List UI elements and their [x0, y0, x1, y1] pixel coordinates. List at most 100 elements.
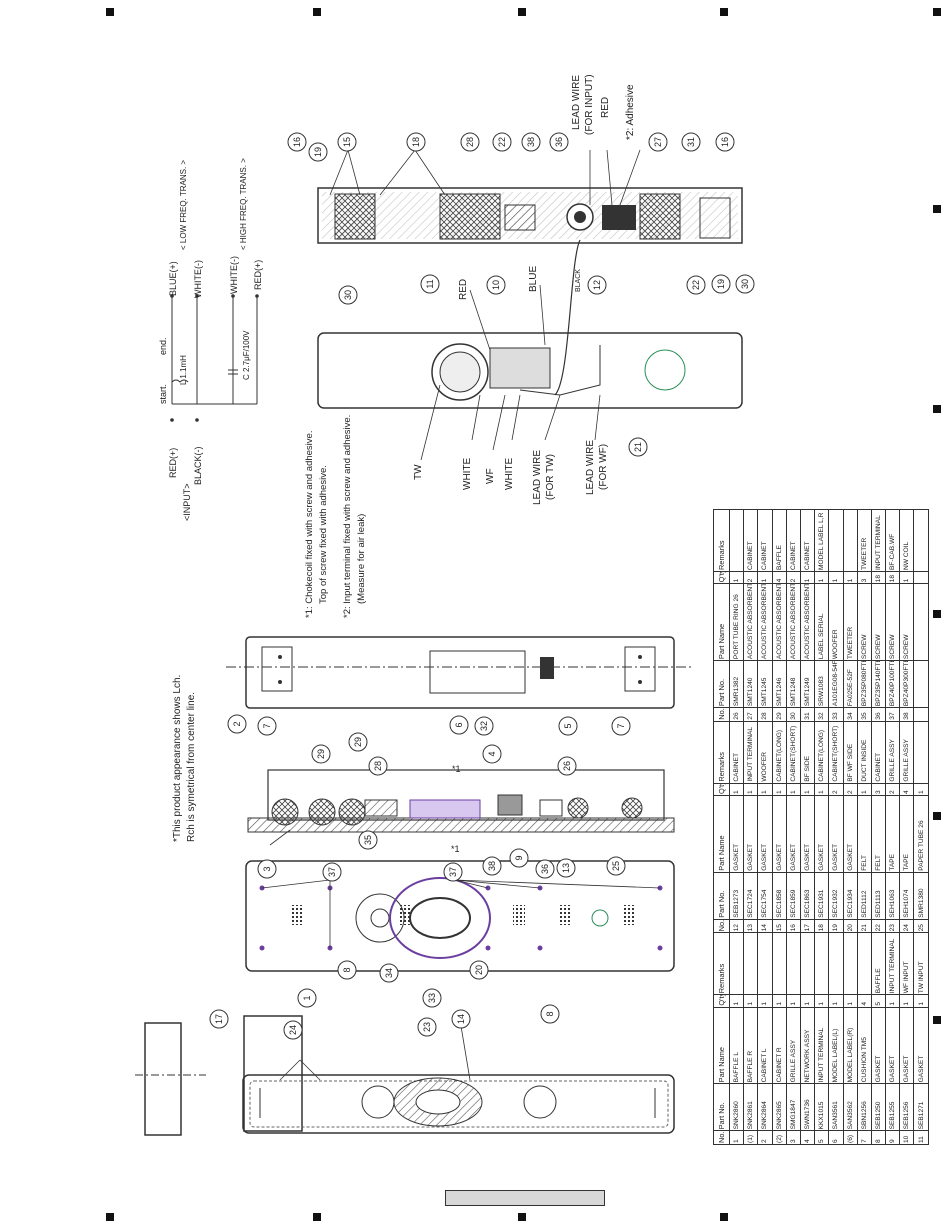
label-lead-tw-2: (FOR TW) — [545, 454, 556, 500]
schematic-white-minus-2: WHITE(-) — [229, 256, 239, 294]
callout-38: 38 — [521, 132, 541, 152]
table-cell: WOOFER — [757, 721, 773, 784]
svg-text:14: 14 — [456, 1014, 466, 1024]
table-cell: GASKET — [743, 795, 758, 873]
svg-text:33: 33 — [427, 993, 437, 1003]
table-cell: 34 — [843, 707, 858, 722]
table-cell: 3 — [786, 1130, 801, 1145]
table-cell: 6 — [828, 1130, 843, 1145]
table-cell: (6) — [843, 1130, 858, 1145]
callout-22: 22 — [492, 132, 512, 152]
callout-29: 29 — [348, 732, 368, 752]
table-cell: 1 — [885, 994, 900, 1008]
svg-text:18: 18 — [411, 137, 421, 147]
table-cell: SAN3561 — [828, 1083, 843, 1131]
table-cell: FELT — [857, 795, 872, 873]
table-cell: SRW1083 — [814, 660, 829, 708]
callout-23: 23 — [417, 1017, 437, 1037]
table-cell: 2 — [843, 783, 858, 796]
table-cell: SEB1250 — [871, 1083, 886, 1131]
label-adhesive: *2: Adhesive — [625, 84, 636, 140]
table-cell: 24 — [899, 919, 914, 933]
table-cell: INPUT TERMINAL — [743, 721, 758, 784]
table-cell: 19 — [828, 919, 843, 933]
table-cell: CABINET — [800, 509, 815, 572]
table-cell: 1 — [729, 1130, 744, 1145]
note2-line-b: (Measure for air leak) — [356, 514, 367, 604]
table-cell: ACOUSTIC ABSORBENT — [786, 583, 801, 661]
schematic-start: start. — [158, 384, 168, 404]
table-cell: TWEETER — [843, 583, 858, 661]
svg-text:35: 35 — [363, 835, 373, 845]
svg-text:22: 22 — [497, 137, 507, 147]
svg-text:4: 4 — [487, 751, 497, 756]
table-cell — [828, 509, 843, 572]
label-white-1: WHITE — [462, 457, 473, 490]
table-cell: 36 — [871, 707, 886, 722]
table-cell: GRILLE ASSY — [899, 721, 914, 784]
callout-7: 7 — [257, 716, 277, 736]
callout-17: 17 — [209, 1009, 229, 1029]
table-header-cell: Part Name — [713, 1007, 730, 1084]
table-cell: SNK2860 — [729, 1083, 744, 1131]
table-cell: SEC1863 — [800, 872, 815, 920]
corner-marker-top-3 — [518, 8, 526, 16]
table-cell: 1 — [800, 783, 815, 796]
callout-15: 15 — [337, 132, 357, 152]
table-cell: GASKET — [885, 1007, 900, 1084]
table-cell: 29 — [772, 707, 787, 722]
table-cell: 25 — [913, 919, 929, 933]
table-cell: 23 — [885, 919, 900, 933]
svg-text:24: 24 — [288, 1025, 298, 1035]
label-lead-input-2: (FOR INPUT) — [584, 74, 595, 135]
table-cell: 1 — [814, 571, 829, 584]
svg-text:10: 10 — [491, 280, 501, 290]
label-lead-wf-1: LEAD WIRE — [585, 440, 596, 495]
callout-13: 13 — [556, 858, 576, 878]
table-cell: 2 — [786, 571, 801, 584]
table-cell: GASKET — [871, 1007, 886, 1084]
table-cell: SED1113 — [871, 872, 886, 920]
table-cell: SCREW — [871, 583, 886, 661]
callout-2: 2 — [227, 714, 247, 734]
table-cell: GASKET — [772, 795, 787, 873]
table-cell: GASKET — [843, 795, 858, 873]
table-cell: 12 — [729, 919, 744, 933]
svg-text:7: 7 — [262, 723, 272, 728]
table-cell: TW INPUT — [913, 932, 929, 995]
table-cell: CABINET — [729, 721, 744, 784]
table-cell: ACOUSTIC ABSORBENT — [772, 583, 787, 661]
table-cell: 1 — [800, 994, 815, 1008]
callout-20: 20 — [469, 960, 489, 980]
table-cell: SMG1847 — [786, 1083, 801, 1131]
corner-marker-bottom-2 — [313, 1213, 321, 1221]
side-marker-1 — [933, 205, 941, 213]
table-cell: 30 — [786, 707, 801, 722]
note1-line-b: Top of screw fixed with adhesive. — [318, 465, 329, 604]
callout-11: 11 — [420, 274, 440, 294]
callout-28: 28 — [368, 756, 388, 776]
corner-marker-top-1 — [106, 8, 114, 16]
svg-text:21: 21 — [633, 442, 643, 452]
table-cell — [743, 932, 758, 995]
table-header-cell: Remarks — [713, 932, 730, 995]
callout-30: 30 — [338, 285, 358, 305]
svg-text:37: 37 — [327, 867, 337, 877]
footer-bar — [445, 1190, 605, 1206]
table-cell: 14 — [757, 919, 773, 933]
table-cell: 4 — [800, 1130, 815, 1145]
callout-16: 16 — [715, 132, 735, 152]
table-cell: 1 — [913, 994, 929, 1008]
table-cell: TWEETER — [857, 509, 872, 572]
table-cell: GRILLE ASSY — [885, 721, 900, 784]
table-cell: KKX1015 — [814, 1083, 829, 1131]
side-marker-3 — [933, 610, 941, 618]
table-cell: BAFFLE R — [743, 1007, 758, 1084]
table-header-cell: No. — [713, 919, 730, 933]
table-header-cell: No. — [713, 707, 730, 722]
